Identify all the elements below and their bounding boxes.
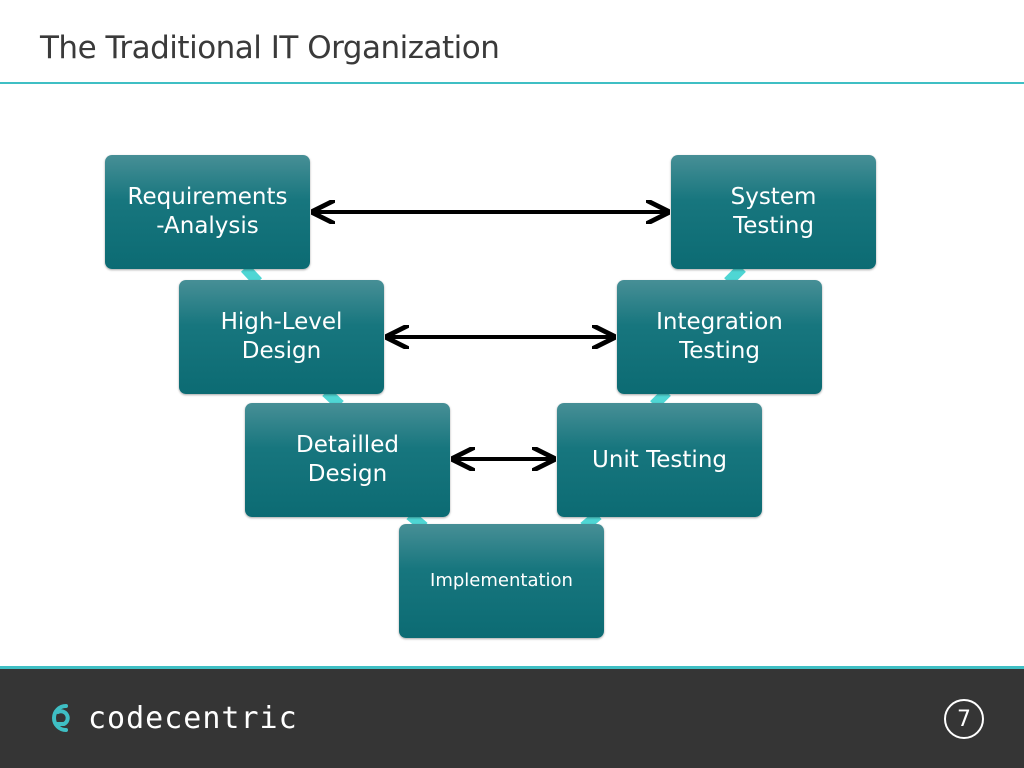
slide-title: The Traditional IT Organization (40, 30, 500, 66)
brand-name: codecentric (88, 700, 298, 736)
connector-integration-to-system (724, 264, 746, 286)
title-divider (0, 82, 1024, 84)
brand-logo: codecentric (44, 700, 298, 736)
stage-implementation: Implementation (399, 524, 604, 638)
connector-requirements-to-high-level (240, 264, 263, 286)
stage-unit-testing: Unit Testing (557, 403, 762, 517)
stage-requirements-analysis: Requirements -Analysis (105, 155, 310, 269)
stage-high-level-design: High-Level Design (179, 280, 384, 394)
connector-high-level-to-detailed (322, 387, 344, 410)
footer-bar (0, 666, 1024, 768)
footer-divider (0, 666, 1024, 669)
connector-unit-to-integration (650, 388, 671, 409)
stage-integration-testing: Integration Testing (617, 280, 822, 394)
codecentric-logo-icon (52, 704, 70, 732)
stage-system-testing: System Testing (671, 155, 876, 269)
stage-detailed-design: Detailled Design (245, 403, 450, 517)
page-number: 7 (944, 699, 984, 739)
